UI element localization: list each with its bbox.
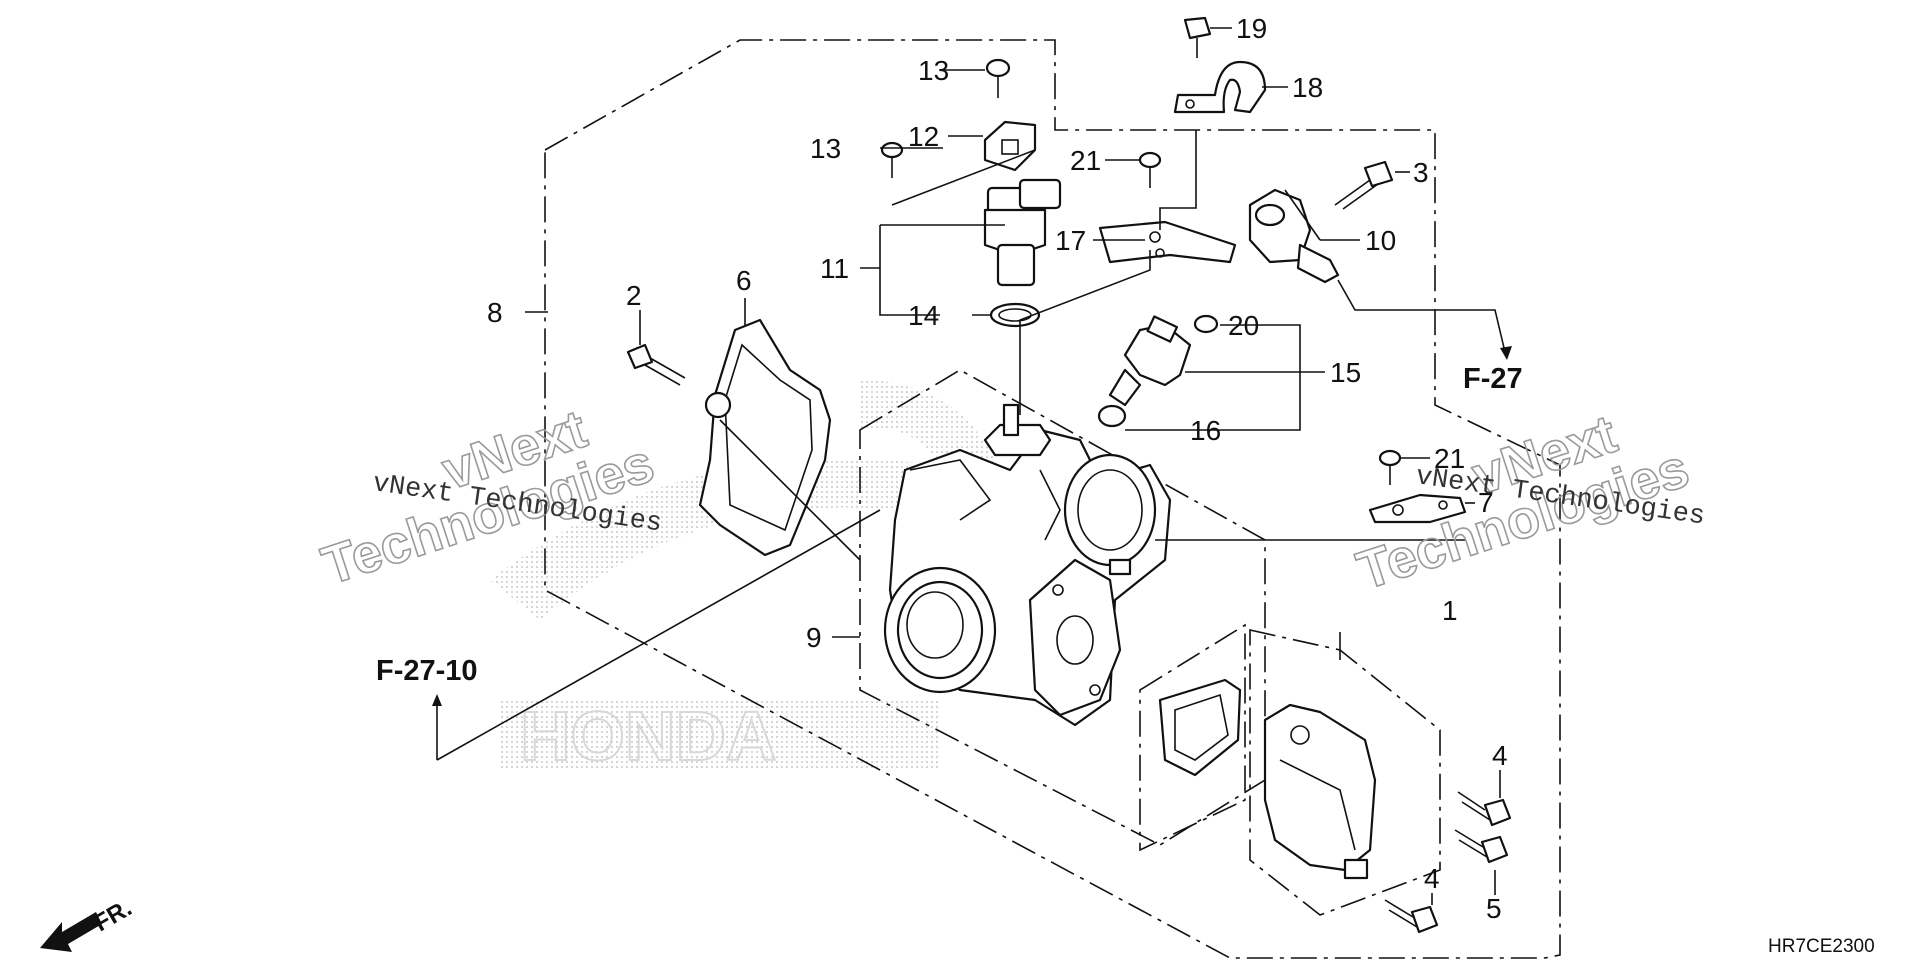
callout-2: 2 [626,280,642,311]
reference-f27-10: F-27-10 [376,655,478,687]
callout-9: 9 [806,622,822,653]
bolt-4-upper [1457,791,1512,827]
callout-13-lower: 13 [810,133,841,164]
screw-13-lower [880,141,904,178]
throttle-position-sensor [1263,703,1377,880]
fuel-feed-joint [1248,188,1340,284]
bolt-3 [1334,160,1394,210]
callout-8: 8 [487,297,503,328]
callout-12: 12 [908,121,939,152]
throttle-cover [698,318,832,557]
callout-1: 1 [1442,595,1458,626]
callout-10: 10 [1365,225,1396,256]
callout-7: 7 [1478,487,1494,518]
callout-14: 14 [908,300,939,331]
callout-21-upper: 21 [1070,145,1101,176]
bracket [1098,220,1237,264]
hose-clamp [1173,60,1267,114]
sensor-cap [983,120,1037,172]
callout-19: 19 [1236,13,1267,44]
injector-seal-16 [1097,404,1127,428]
screw-13-upper [985,58,1011,98]
callout-4-lower: 4 [1424,863,1440,894]
callout-18: 18 [1292,72,1323,103]
screw-21-lower [1378,449,1402,485]
reference-f27: F-27 [1463,363,1523,395]
callout-16: 16 [1190,415,1221,446]
front-direction-arrow: FR. [40,894,136,952]
bolt-19 [1183,16,1212,58]
setting-plate [1368,493,1467,524]
callout-13-upper: 13 [918,55,949,86]
callout-21-lower: 21 [1434,443,1465,474]
callout-4-upper: 4 [1492,740,1508,771]
injector-o-ring-20 [1193,314,1219,334]
map-sensor [983,178,1062,328]
callout-20: 20 [1228,310,1259,341]
leader-lines [432,27,1512,905]
svg-text:HONDA: HONDA [520,697,777,775]
diagram-code: HR7CE2300 [1768,936,1875,957]
callout-15: 15 [1330,357,1361,388]
screw-21-upper [1138,151,1162,188]
callout-labels: 1 2 3 4 4 5 6 7 8 9 10 11 12 13 13 14 15… [487,13,1508,924]
front-label: FR. [90,894,137,937]
callout-3: 3 [1413,157,1429,188]
bolt-5 [1454,829,1509,864]
throttle-body [883,403,1172,727]
bolt-2 [626,343,686,386]
gasket [1158,678,1242,777]
callout-6: 6 [736,265,752,296]
callout-11: 11 [820,253,849,284]
callout-5: 5 [1486,893,1502,924]
bolt-4-lower [1384,899,1439,934]
fuel-injector [1108,315,1192,407]
callout-17: 17 [1055,225,1086,256]
